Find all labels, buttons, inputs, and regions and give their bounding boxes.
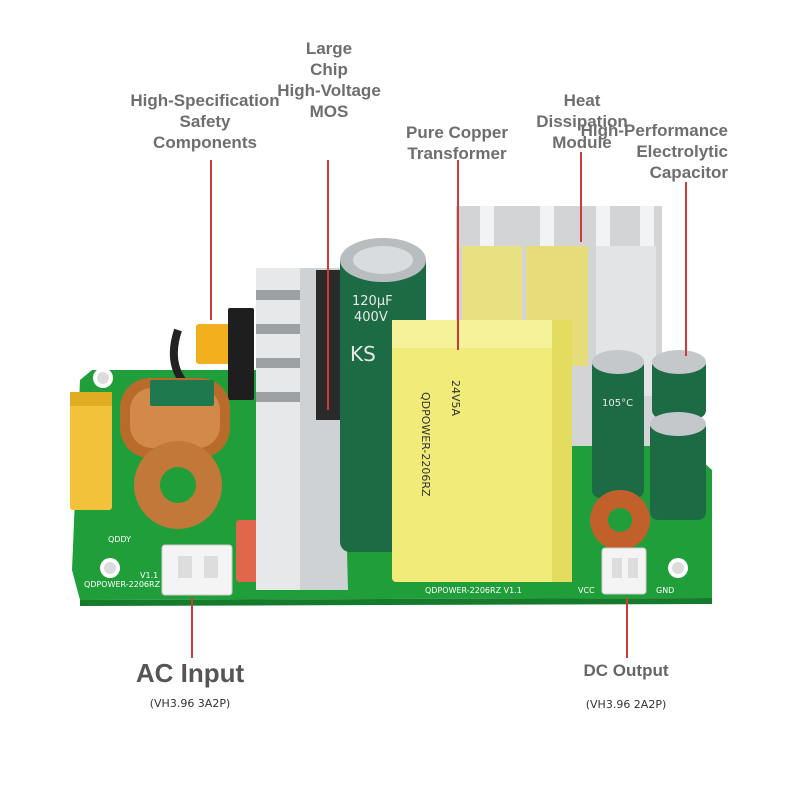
transformer-model: QDPOWER-2206RZ bbox=[419, 392, 432, 497]
transformer-spec: 24V5A bbox=[449, 380, 462, 417]
ac-input-label: AC Input bbox=[135, 658, 245, 688]
small-capacitor bbox=[652, 358, 706, 418]
capacitor-temp: 105°C bbox=[602, 398, 634, 409]
pcb-edge bbox=[80, 598, 712, 606]
dc-leader-line bbox=[626, 598, 628, 658]
board-model-left: QDPOWER-2206RZ bbox=[84, 580, 161, 589]
board-version-left: V1.1 bbox=[140, 571, 159, 580]
mounting-hole bbox=[97, 372, 109, 384]
ac-input-spec: (VH3.96 3A2P) bbox=[149, 697, 231, 710]
mos-leader-line bbox=[327, 160, 329, 410]
capacitor-brand: KS bbox=[350, 342, 376, 366]
capacitor-rating: 120μF bbox=[352, 294, 393, 309]
board-bottom-model: QDPOWER-2206RZ V1.1 bbox=[425, 586, 522, 595]
board-gnd: GND bbox=[656, 586, 675, 595]
safety-leader-line bbox=[210, 160, 212, 320]
board-vcc: VCC bbox=[578, 586, 595, 595]
capacitor-leader-line bbox=[685, 182, 687, 356]
dc-output-label: DC Output bbox=[583, 661, 669, 680]
heat-leader-line bbox=[580, 152, 582, 242]
safety-components-label: High-Specification Safety Components bbox=[130, 91, 280, 152]
mounting-hole bbox=[104, 562, 116, 574]
ac-leader-line bbox=[191, 598, 193, 658]
safety-component bbox=[196, 324, 230, 364]
capacitor-voltage: 400V bbox=[354, 310, 388, 325]
dc-output-spec: (VH3.96 2A2P) bbox=[585, 698, 667, 711]
dc-connector bbox=[601, 547, 647, 595]
capacitor-label: High-Performance Electrolytic Capacitor bbox=[580, 121, 728, 182]
small-capacitor bbox=[592, 358, 644, 498]
safety-capacitor bbox=[70, 392, 112, 510]
transformer bbox=[392, 320, 572, 582]
heat-dissipation-label: Heat Dissipation Module bbox=[536, 91, 628, 152]
transformer-leader-line bbox=[457, 160, 459, 350]
black-component bbox=[228, 308, 254, 400]
ac-connector bbox=[161, 544, 233, 596]
mos-label: Large Chip High-Voltage MOS bbox=[277, 39, 381, 121]
board-brand: QDDY bbox=[108, 535, 132, 544]
mounting-hole bbox=[672, 562, 684, 574]
transformer-label: Pure Copper Transformer bbox=[405, 123, 509, 163]
small-capacitor bbox=[650, 420, 706, 520]
